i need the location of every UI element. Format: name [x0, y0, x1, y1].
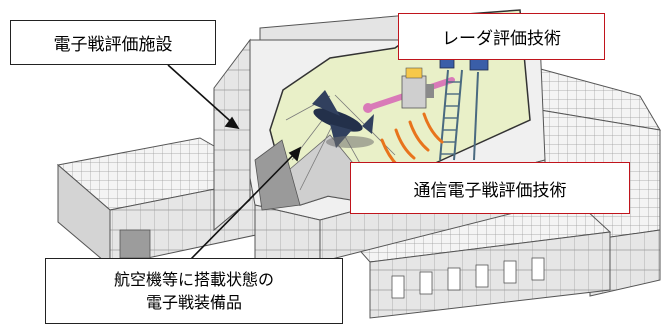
callout-comm-text: 通信電子戦評価技術: [413, 180, 567, 201]
leader-arrows: [167, 64, 302, 261]
callout-radar-text: レーダ評価技術: [442, 29, 561, 49]
callout-facility-text: 電子戦評価施設: [53, 35, 173, 55]
radar-antenna-icon: [401, 67, 434, 109]
callout-facility: 電子戦評価施設: [10, 20, 216, 65]
callout-equip-line2: 電子戦装備品: [145, 293, 242, 312]
callout-communication-ew-technology: 通信電子戦評価技術: [350, 162, 630, 214]
callout-onboard-equipment: 航空機等に搭載状態の 電子戦装備品: [45, 258, 343, 324]
aircraft-icon: [312, 90, 374, 148]
callout-equip-line1: 航空機等に搭載状態の: [113, 270, 274, 289]
callout-radar-technology: レーダ評価技術: [398, 13, 605, 60]
